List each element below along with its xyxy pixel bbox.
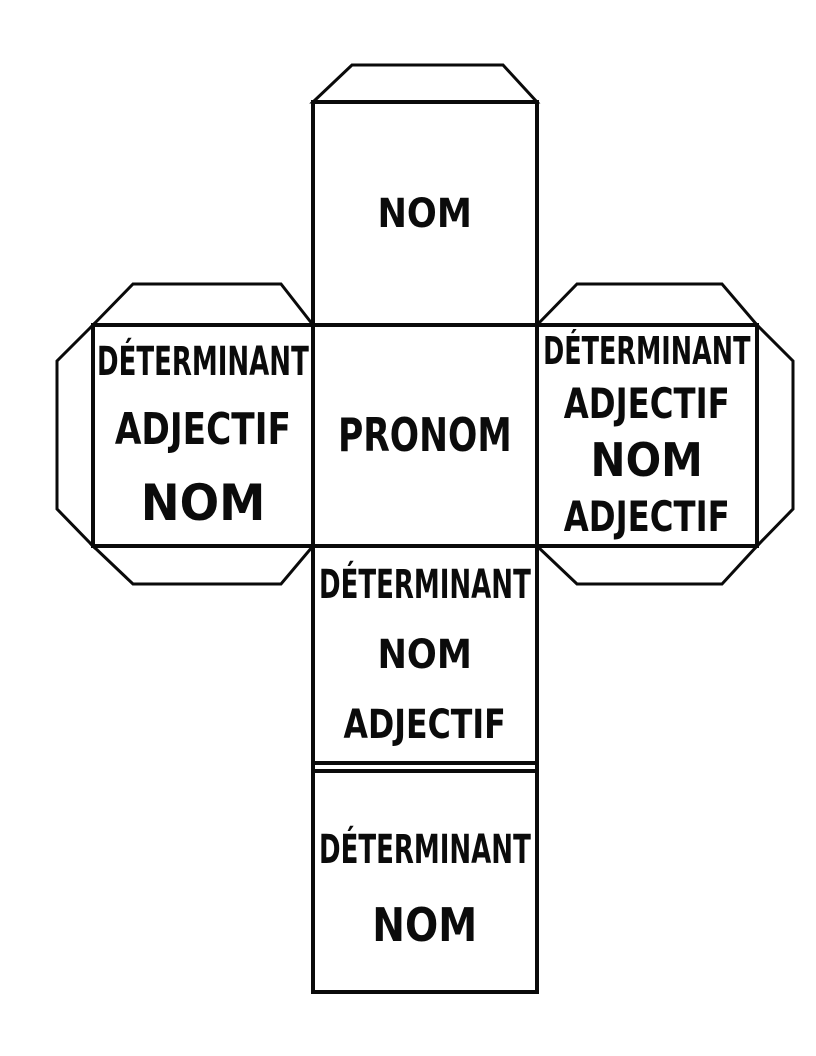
face-top: NOM [313,102,537,325]
face-lower-label-adjectif: ADJECTIF [343,701,507,748]
face-right-label-nom: NOM [590,433,704,488]
face-left: DÉTERMINANT ADJECTIF NOM [93,325,313,546]
face-lower-label-nom: NOM [377,631,473,678]
face-top-label: NOM [377,190,473,237]
face-bottom-label-nom: NOM [372,897,478,952]
face-lower: DÉTERMINANT NOM ADJECTIF [313,546,537,763]
face-left-label-determinant: DÉTERMINANT [97,338,309,385]
face-bottom-label-determinant: DÉTERMINANT [319,826,531,873]
face-lower-label-determinant: DÉTERMINANT [319,561,531,608]
face-right-label-determinant: DÉTERMINANT [543,329,751,374]
face-left-border [91,323,315,548]
face-center: PRONOM [313,325,537,546]
glue-tab-right-face-top-icon [533,282,761,327]
glue-tab-top-face-icon [309,63,541,104]
glue-tab-right-face-side-icon [755,321,795,550]
glue-tab-left-face-top-icon [89,282,317,327]
face-center-label: PRONOM [338,408,512,463]
glue-tab-left-face-bottom-icon [89,544,317,586]
face-bottom: DÉTERMINANT NOM [313,770,537,992]
face-right-label-adjectif-2: ADJECTIF [564,491,730,541]
face-right-label-adjectif: ADJECTIF [564,378,730,428]
face-right: DÉTERMINANT ADJECTIF NOM ADJECTIF [537,325,757,546]
glue-tab-right-face-bottom-icon [533,544,761,586]
face-left-label-nom: NOM [140,474,266,533]
glue-tab-left-face-side-icon [55,321,95,550]
face-left-label-adjectif: ADJECTIF [114,403,292,455]
